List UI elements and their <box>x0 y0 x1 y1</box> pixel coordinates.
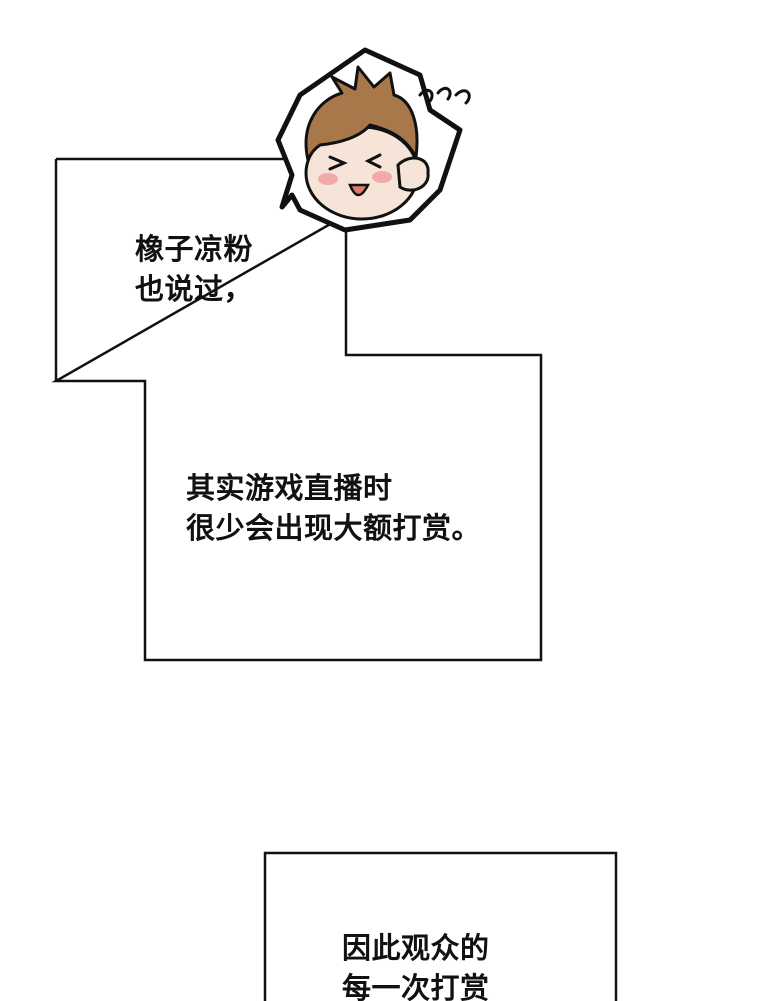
caption-2-line-1: 其实游戏直播时 <box>186 471 393 505</box>
caption-box-bottom <box>263 851 618 1001</box>
caption-1-line-2: 也说过， <box>135 272 254 306</box>
chibi-character-icon <box>275 47 471 233</box>
caption-text-2: 其实游戏直播时 很少会出现大额打赏。 <box>186 468 481 548</box>
caption-1-line-1: 橡子凉粉 <box>135 232 254 266</box>
caption-text-3: 因此观众的 每一次打赏 <box>342 928 490 1001</box>
caption-2-line-2: 很少会出现大额打赏。 <box>186 511 482 545</box>
caption-3-line-1: 因此观众的 <box>342 931 490 965</box>
caption-3-line-2: 每一次打赏 <box>342 971 490 1001</box>
caption-box-top <box>51 157 543 662</box>
caption-text-1: 橡子凉粉 也说过， <box>135 229 253 309</box>
